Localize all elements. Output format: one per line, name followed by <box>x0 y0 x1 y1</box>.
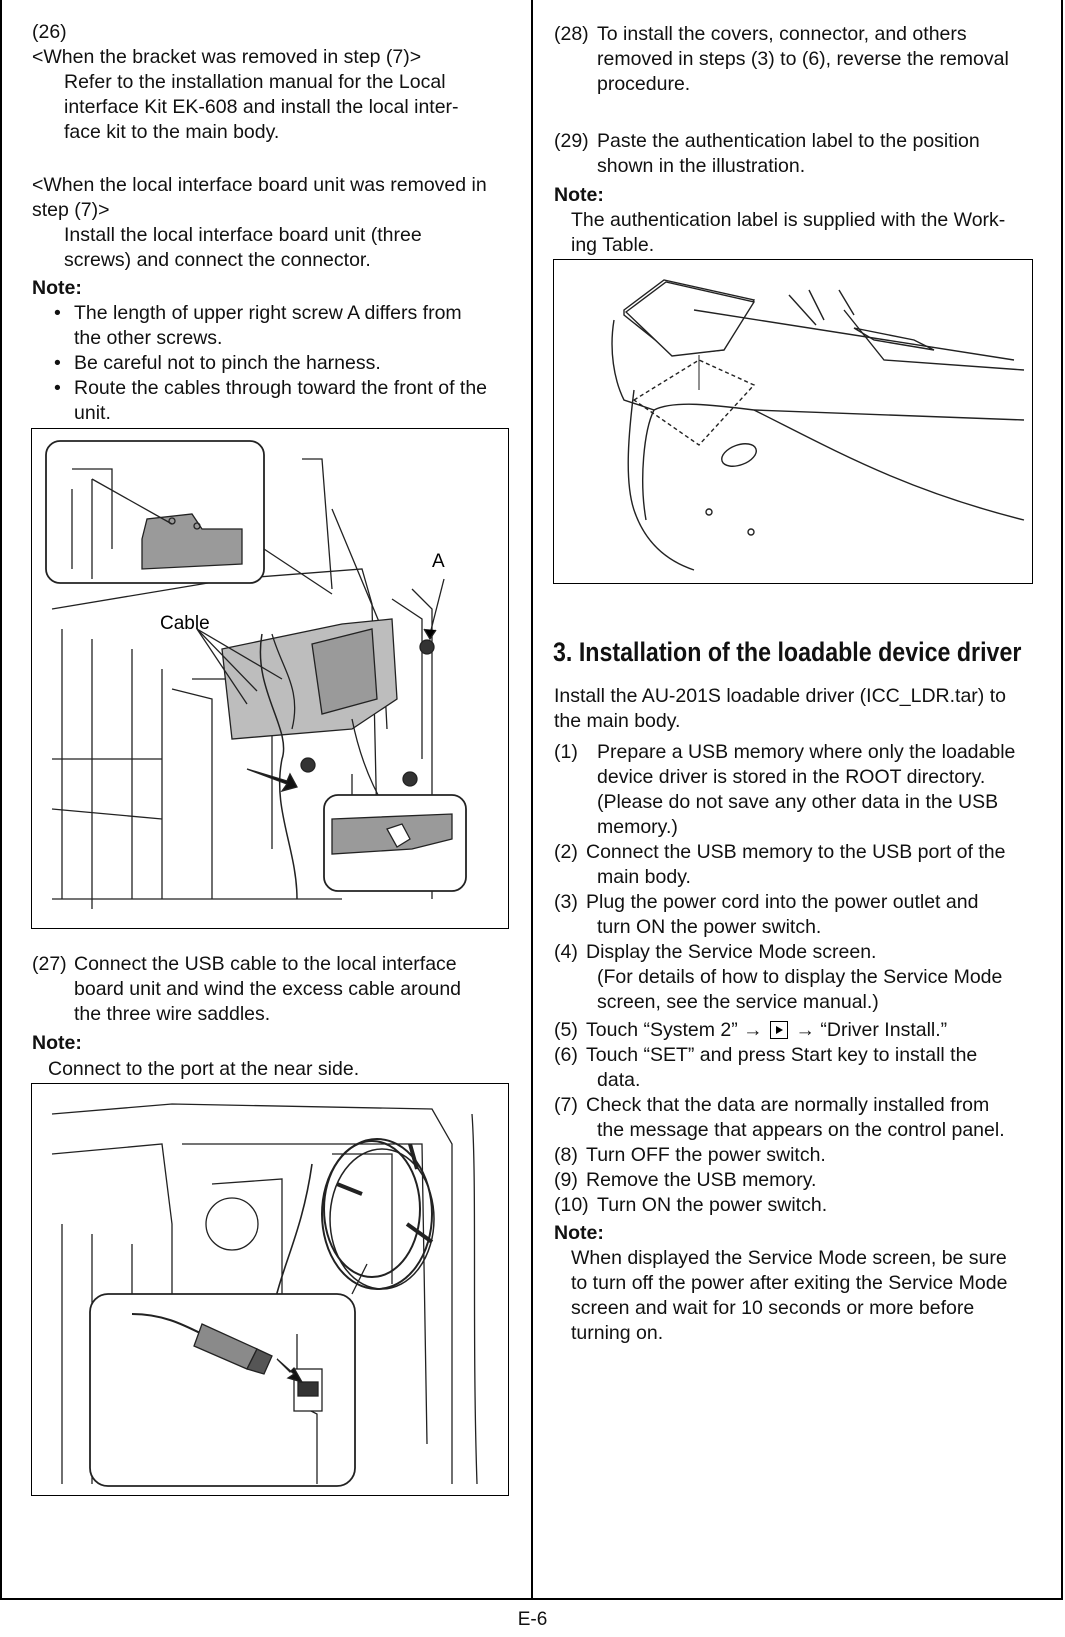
step-7-line-1: Check that the data are normally install… <box>586 1094 990 1116</box>
step-2-line-2: main body. <box>597 866 691 888</box>
step-29-number: (29) <box>554 130 589 152</box>
note-1-label: Note: <box>32 277 82 299</box>
step-1-line-1: Prepare a USB memory where only the load… <box>597 741 1016 763</box>
figure-authentication-label-illustration <box>611 279 1025 571</box>
step-28-body-line-2: removed in steps (3) to (6), reverse the… <box>597 48 1009 70</box>
note-1-bullet-2-dot: • <box>54 352 61 374</box>
note-3-label: Note: <box>554 184 604 206</box>
next-arrow-button-icon <box>770 1021 789 1039</box>
figure-authentication-label <box>553 259 1033 584</box>
step-26-condition-2-line-1: <When the local interface board unit was… <box>32 174 487 196</box>
column-divider <box>531 0 533 1600</box>
intro-line-2: the main body. <box>554 710 681 732</box>
step-27-body-line-3: the three wire saddles. <box>74 1003 271 1025</box>
step-26-condition-2-line-2: step (7)> <box>32 199 110 221</box>
note-1-bullet-1-line-2: the other screws. <box>74 327 223 349</box>
note-1-bullet-3-line-2: unit. <box>74 402 111 424</box>
step-26-condition-1: <When the bracket was removed in step (7… <box>32 46 422 68</box>
note-4-line-3: screen and wait for 10 seconds or more b… <box>571 1297 975 1319</box>
note-4-label: Note: <box>554 1222 604 1244</box>
step-5-text-pre: Touch “System 2” → <box>586 1019 763 1041</box>
step-10-number: (10) <box>554 1194 589 1216</box>
step-4-line-3: screen, see the service manual.) <box>597 991 879 1013</box>
step-1-line-4: memory.) <box>597 816 678 838</box>
step-28-body-line-3: procedure. <box>597 73 691 95</box>
step-1-line-2: device driver is stored in the ROOT dire… <box>597 766 986 788</box>
note-4-line-1: When displayed the Service Mode screen, … <box>571 1247 1007 1269</box>
step-29-body-line-1: Paste the authentication label to the po… <box>597 130 980 152</box>
step-8-number: (8) <box>554 1144 578 1166</box>
figure-interface-board-illustration: A Cable <box>45 440 467 909</box>
note-2-label: Note: <box>32 1032 82 1054</box>
step-28-body-line-1: To install the covers, connector, and ot… <box>597 23 967 45</box>
step-6-line-1: Touch “SET” and press Start key to insta… <box>586 1044 978 1066</box>
note-3-body-line-1: The authentication label is supplied wit… <box>571 209 1006 231</box>
note-1-bullet-3-line-1: Route the cables through toward the fron… <box>74 377 488 399</box>
step-6-line-2: data. <box>597 1069 641 1091</box>
step-26-body-1-line-1: Refer to the installation manual for the… <box>64 71 446 93</box>
step-1-number: (1) <box>554 741 578 763</box>
step-26-body-2-line-2: screws) and connect the connector. <box>64 249 371 271</box>
step-3-line-1: Plug the power cord into the power outle… <box>586 891 979 913</box>
note-1-bullet-2-line-1: Be careful not to pinch the harness. <box>74 352 381 374</box>
page-number: E-6 <box>517 1609 548 1630</box>
note-4-line-4: turning on. <box>571 1322 664 1344</box>
step-4-number: (4) <box>554 941 578 963</box>
section-heading: 3. Installation of the loadable device d… <box>553 637 1022 667</box>
step-7-line-2: the message that appears on the control … <box>597 1119 1005 1141</box>
step-27-body-line-2: board unit and wind the excess cable aro… <box>74 978 462 1000</box>
note-2-body: Connect to the port at the near side. <box>48 1058 360 1080</box>
step-5-number: (5) <box>554 1019 578 1041</box>
step-3-line-2: turn ON the power switch. <box>597 916 822 938</box>
step-29-body-line-2: shown in the illustration. <box>597 155 806 177</box>
step-3-number: (3) <box>554 891 578 913</box>
figure-1-label-cable: Cable <box>160 613 210 634</box>
note-1-bullet-1-dot: • <box>54 302 61 324</box>
figure-usb-cable-illustration <box>51 1103 478 1487</box>
note-4-line-2: to turn off the power after exiting the … <box>571 1272 1008 1294</box>
step-9-number: (9) <box>554 1169 578 1191</box>
note-1-bullet-3-dot: • <box>54 377 61 399</box>
step-5-line: Touch “System 2” → → “Driver Install.” <box>586 1018 947 1043</box>
step-6-number: (6) <box>554 1044 578 1066</box>
note-3-body-line-2: ing Table. <box>571 234 655 256</box>
step-5-text-post: → “Driver Install.” <box>795 1019 948 1041</box>
step-1-line-3: (Please do not save any other data in th… <box>597 791 999 813</box>
step-4-line-2: (For details of how to display the Servi… <box>597 966 1003 988</box>
step-26-body-1-line-3: face kit to the main body. <box>64 121 280 143</box>
step-27-number: (27) <box>32 953 67 975</box>
intro-line-1: Install the AU-201S loadable driver (ICC… <box>554 685 1006 707</box>
note-1-bullet-1-line-1: The length of upper right screw A differ… <box>74 302 462 324</box>
step-2-number: (2) <box>554 841 578 863</box>
figure-1-label-a: A <box>432 551 445 572</box>
step-26-number: (26) <box>32 21 67 43</box>
step-26-body-1-line-2: interface Kit EK-608 and install the loc… <box>64 96 459 118</box>
figure-usb-cable-routing <box>31 1083 509 1496</box>
figure-interface-board-install: A Cable <box>31 428 509 929</box>
step-10-line-1: Turn ON the power switch. <box>597 1194 828 1216</box>
step-9-line-1: Remove the USB memory. <box>586 1169 817 1191</box>
step-2-line-1: Connect the USB memory to the USB port o… <box>586 841 1006 863</box>
step-26-body-2-line-1: Install the local interface board unit (… <box>64 224 422 246</box>
step-7-number: (7) <box>554 1094 578 1116</box>
step-4-line-1: Display the Service Mode screen. <box>586 941 877 963</box>
step-8-line-1: Turn OFF the power switch. <box>586 1144 826 1166</box>
step-28-number: (28) <box>554 23 589 45</box>
step-27-body-line-1: Connect the USB cable to the local inter… <box>74 953 457 975</box>
